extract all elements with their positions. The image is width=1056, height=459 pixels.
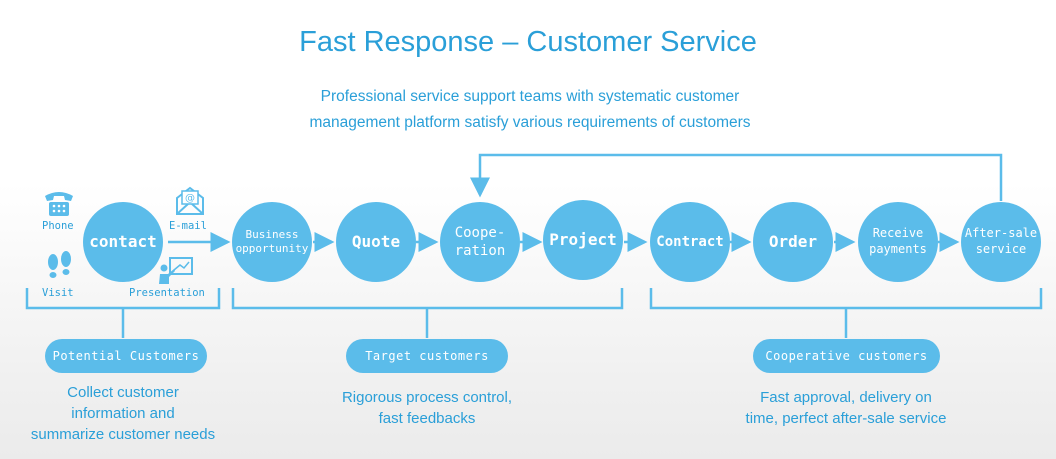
quote-label: Quote bbox=[351, 231, 401, 251]
cooperation-line-2: ration bbox=[454, 243, 506, 259]
presentation-icon bbox=[159, 257, 193, 284]
order-circle: Order bbox=[753, 202, 833, 282]
page-title: Fast Response – Customer Service bbox=[299, 26, 757, 58]
cooperation-circle: Coope- ration bbox=[440, 202, 520, 282]
subtitle-line-2: management platform satisfy various requ… bbox=[309, 114, 751, 131]
svg-text:@: @ bbox=[185, 193, 195, 204]
email-label: E-mail bbox=[169, 220, 207, 232]
business-line-2: opportunity bbox=[235, 242, 309, 255]
subtitle: Professional service support teams with … bbox=[270, 84, 790, 136]
aftersale-line-2: service bbox=[975, 242, 1027, 256]
potential-description: Collect customer information and summari… bbox=[13, 382, 233, 445]
loop-arrow bbox=[470, 153, 1003, 201]
email-icon: @ bbox=[176, 186, 204, 215]
contact-label: contact bbox=[89, 231, 157, 251]
receive-payments-circle: Receive payments bbox=[858, 202, 938, 282]
receive-line-2: payments bbox=[869, 242, 927, 256]
target-desc-line-1: Rigorous process control, bbox=[341, 389, 513, 406]
contact-circle: contact bbox=[83, 202, 163, 282]
visit-label: Visit bbox=[42, 287, 74, 299]
quote-circle: Quote bbox=[336, 202, 416, 282]
business-opportunity-circle: Business opportunity bbox=[232, 202, 312, 282]
business-line-1: Business bbox=[245, 227, 299, 241]
contract-circle: Contract bbox=[650, 202, 730, 282]
potential-desc-line-3: summarize customer needs bbox=[30, 426, 216, 443]
presentation-label: Presentation bbox=[129, 287, 205, 299]
phone-icon bbox=[45, 192, 73, 216]
aftersale-line-1: After-sale bbox=[964, 226, 1038, 241]
contract-label: Contract bbox=[656, 233, 724, 250]
potential-desc-line-2: information and bbox=[71, 405, 175, 422]
cooperation-line-1: Coope- bbox=[454, 224, 506, 241]
target-description: Rigorous process control, fast feedbacks bbox=[317, 387, 537, 429]
bracket-cooperative bbox=[649, 288, 1043, 310]
target-customers-pill: Target customers bbox=[346, 339, 508, 373]
phone-label: Phone bbox=[42, 220, 74, 232]
bracket-target bbox=[231, 288, 624, 310]
cooperative-desc-line-1: Fast approval, delivery on bbox=[760, 389, 932, 406]
order-label: Order bbox=[768, 231, 818, 251]
project-circle: Project bbox=[543, 200, 623, 280]
receive-line-1: Receive bbox=[872, 226, 924, 241]
subtitle-line-1: Professional service support teams with … bbox=[320, 88, 740, 105]
cooperative-customers-pill: Cooperative customers bbox=[753, 339, 940, 373]
project-label: Project bbox=[549, 229, 617, 249]
after-sale-circle: After-sale service bbox=[961, 202, 1041, 282]
cooperative-description: Fast approval, delivery on time, perfect… bbox=[716, 387, 976, 429]
potential-desc-line-1: Collect customer bbox=[67, 384, 179, 401]
footprints-icon bbox=[48, 251, 71, 278]
cooperative-desc-line-2: time, perfect after-sale service bbox=[745, 410, 947, 427]
potential-customers-pill: Potential Customers bbox=[45, 339, 207, 373]
target-desc-line-2: fast feedbacks bbox=[378, 410, 476, 427]
